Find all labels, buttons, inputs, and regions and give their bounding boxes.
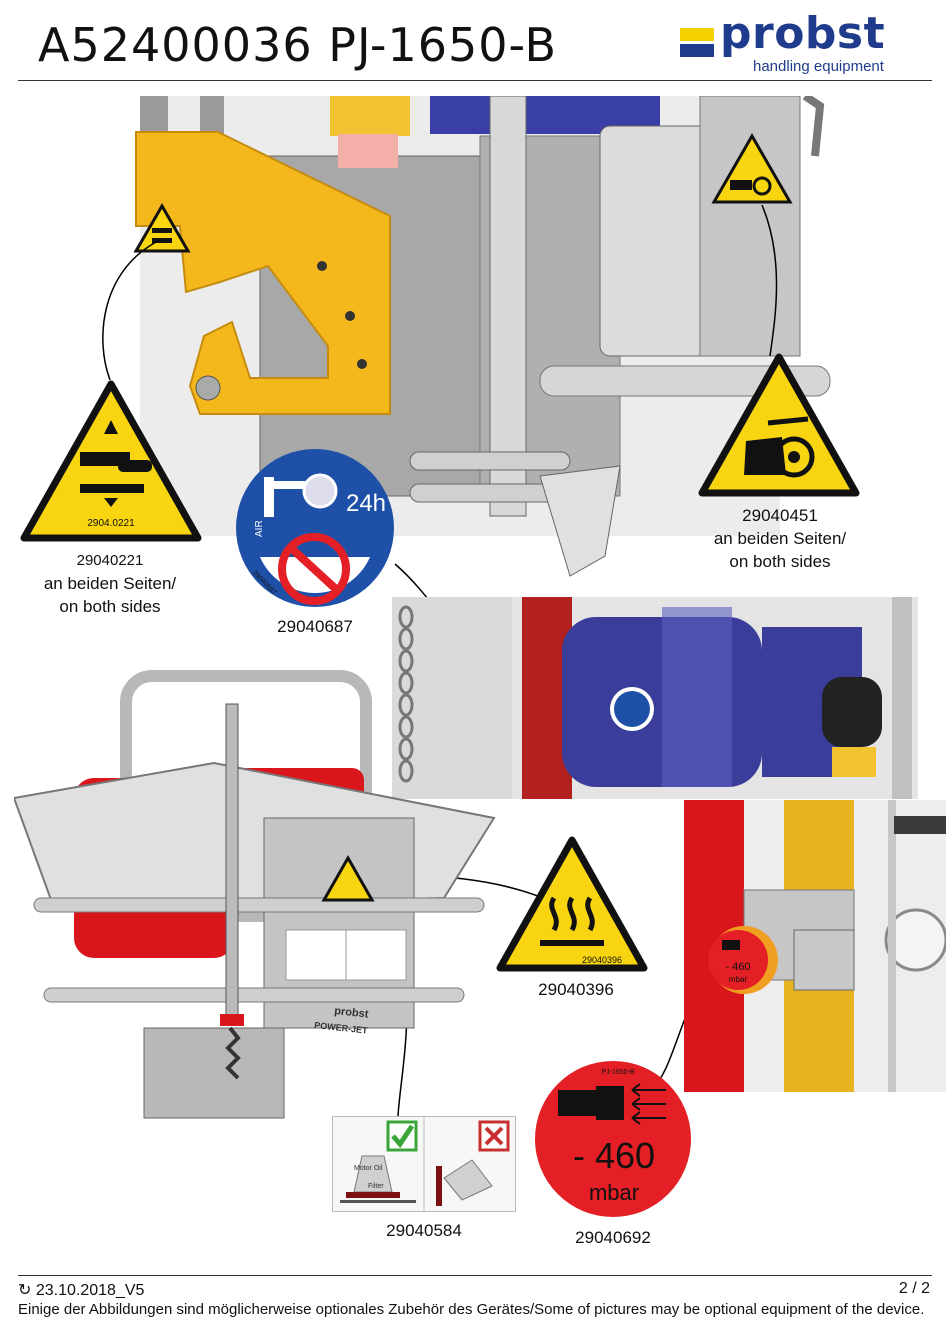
page-number: 2 / 2 <box>898 1280 930 1297</box>
sticker-vacuum-value: - 460 <box>573 1135 655 1176</box>
logo-bar-yellow <box>680 28 714 41</box>
vacuum-gauge-detail-illustration: - 460 mbar <box>684 800 946 1092</box>
gauge-mini-value: - 460 <box>725 961 750 973</box>
sticker-vacuum-unit: mbar <box>589 1180 639 1205</box>
sticker-code-29040221: 2904.0221 <box>87 518 135 529</box>
footer-date-text: 23.10.2018_V5 <box>35 1282 145 1299</box>
sticker-id-29040396: 29040396 <box>538 980 614 999</box>
note-en-29040451: on both sides <box>729 552 831 571</box>
pinch-warning-small <box>133 203 191 253</box>
sticker-29040584-filter-orientation: Motor Oil Filter <box>332 1116 516 1212</box>
sticker-air-text: AIR <box>254 520 265 537</box>
sticker-24h-text: 24h <box>346 490 386 517</box>
sticker-id-29040692: 29040692 <box>575 1228 651 1247</box>
sticker-label-motor-oil: Motor Oil <box>354 1165 383 1172</box>
sticker-id-29040221: 29040221 <box>76 552 144 569</box>
document-title: A52400036 PJ-1650-B <box>38 18 558 72</box>
footer-disclaimer: Einige der Abbildungen sind möglicherwei… <box>18 1301 925 1318</box>
sticker-id-29040584: 29040584 <box>386 1221 462 1240</box>
footer-rule <box>18 1275 932 1276</box>
gauge-mini-unit: mbar <box>729 975 748 984</box>
sticker-29040687-air-filter-24h: 24h AIR 29040687 <box>236 449 394 607</box>
sticker-id-29040687: 29040687 <box>277 617 353 636</box>
sticker-label-filter: Filter <box>368 1183 384 1190</box>
sticker-id-29040451: 29040451 <box>742 506 818 525</box>
power-jet-machine-illustration: probst POWER-JET <box>14 670 496 1119</box>
sticker-model-29040692: PJ-1650-B <box>601 1069 634 1076</box>
sticker-29040451-belt-warning <box>698 353 860 497</box>
header-rule <box>18 80 932 81</box>
logo-tagline: handling equipment <box>753 58 884 75</box>
caption-29040451: 29040451 an beiden Seiten/ on both sides <box>680 504 880 573</box>
footer-date: ↻ 23.10.2018_V5 <box>18 1280 144 1300</box>
belt-warning-small <box>711 132 793 204</box>
note-de-29040221: an beiden Seiten/ <box>43 574 177 593</box>
note-de-29040451: an beiden Seiten/ <box>713 529 847 548</box>
note-en-29040221: on both sides <box>59 597 161 616</box>
logo-name: probst <box>720 8 886 59</box>
probst-logo: probst handling equipment <box>680 8 905 76</box>
machine-brand-plate: probst <box>334 1005 370 1021</box>
logo-bar-blue <box>680 44 714 57</box>
sticker-29040692-vacuum-value: PJ-1650-B - 460 mbar <box>535 1061 691 1217</box>
sticker-29040221-crush-warning: 2904.0221 <box>20 380 202 542</box>
blue-motor-detail-illustration <box>392 597 918 799</box>
heat-warning-small <box>321 854 375 902</box>
sticker-29040396-hot-surface-warning: 29040396 <box>496 836 648 972</box>
upper-machine-illustration <box>133 96 831 577</box>
revision-icon: ↻ <box>18 1282 32 1299</box>
caption-29040221: 29040221 an beiden Seiten/ on both sides <box>10 549 210 618</box>
sticker-code-29040396: 29040396 <box>582 955 622 965</box>
